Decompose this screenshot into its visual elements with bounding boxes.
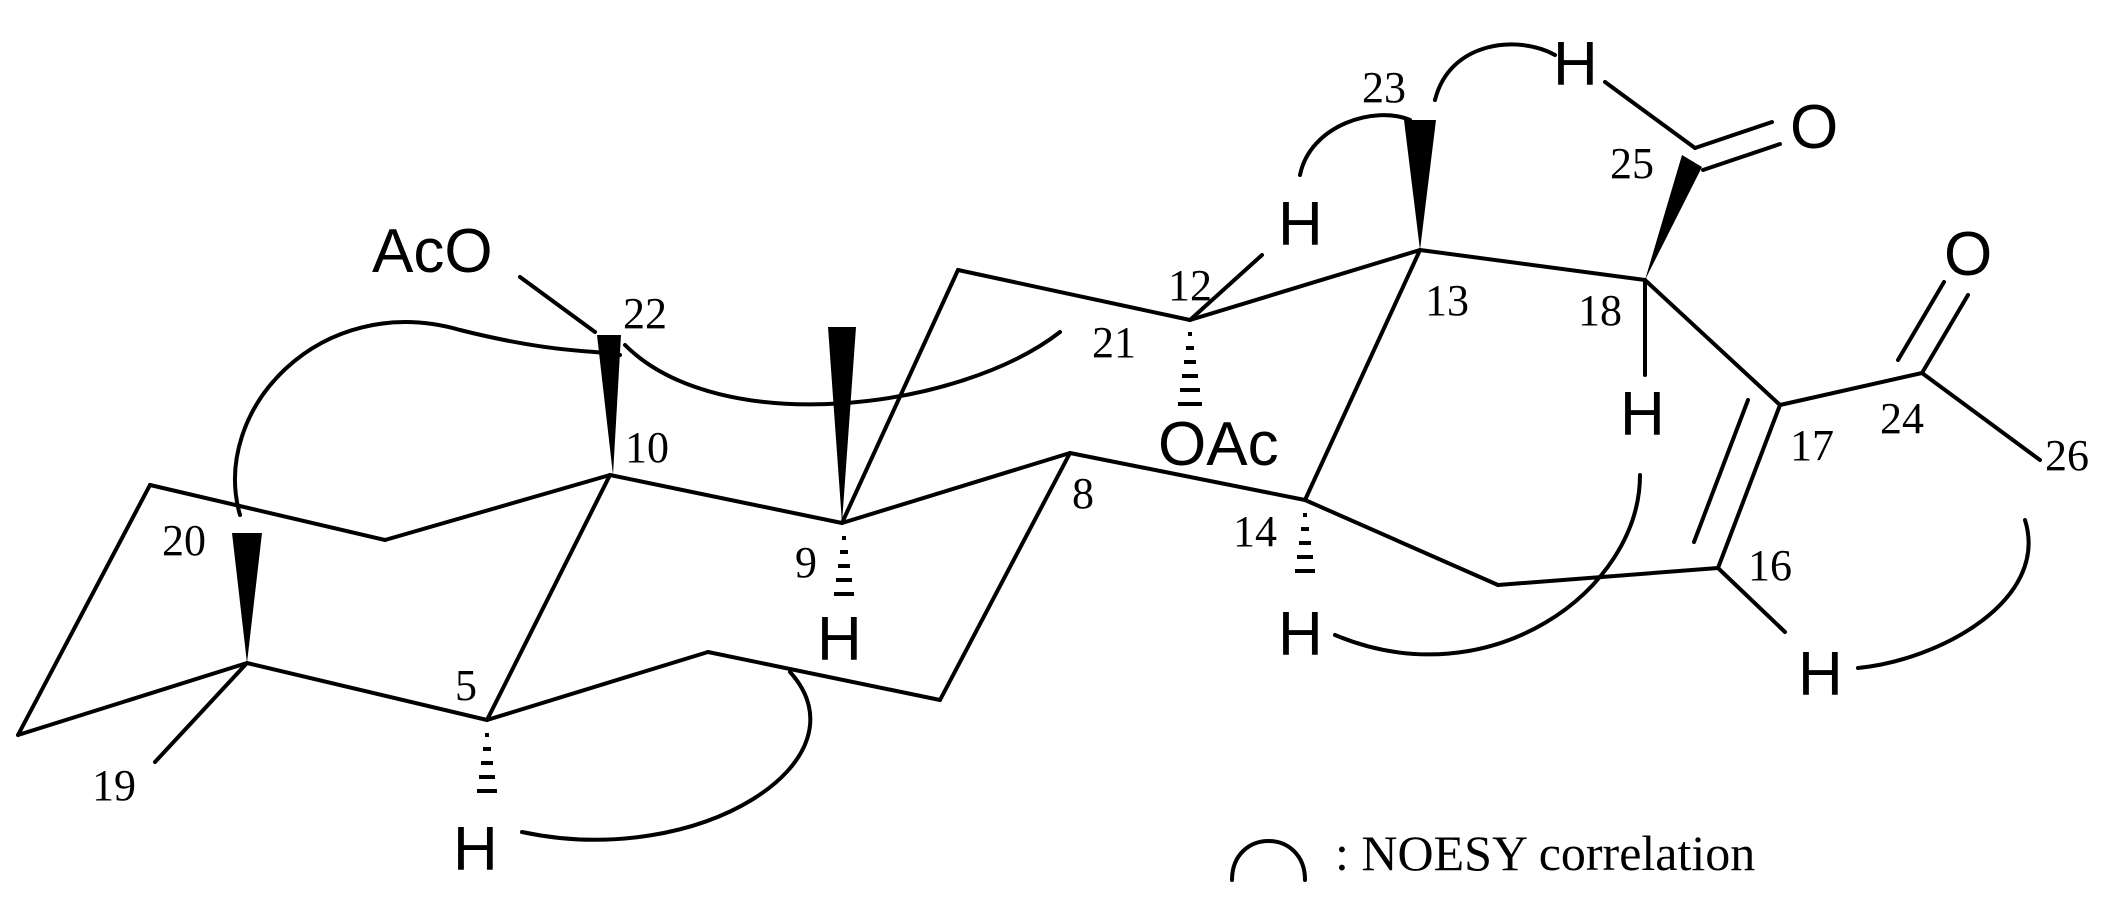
acetoxy-label-c22: AcO	[372, 217, 493, 286]
wedge-bonds	[232, 120, 1702, 663]
atom-number-10: 10	[625, 423, 669, 472]
hydrogen-label-h9: H	[817, 605, 862, 674]
atom-number-26: 26	[2045, 431, 2089, 480]
noesy-arcs	[233, 42, 2031, 882]
hydrogen-label-h16: H	[1798, 640, 1843, 709]
noe-arc-h12-23	[1298, 113, 1412, 177]
acetoxy-label-c12: OAc	[1158, 410, 1279, 479]
noe-arc-h16-26	[1856, 518, 2031, 670]
atom-number-22: 22	[623, 289, 667, 338]
atom-number-17: 17	[1790, 421, 1834, 470]
atom-number-21: 21	[1092, 318, 1136, 367]
noe-arc-22-21	[623, 330, 1062, 407]
hydrogen-label-h12: H	[1278, 190, 1323, 259]
noe-arc-h14-h18	[1333, 473, 1642, 657]
hashed-bonds	[477, 332, 1315, 793]
oxygen-label-aldehyde: O	[1790, 93, 1838, 162]
noe-arc-20-22	[233, 320, 622, 517]
ring-b-bonds	[485, 451, 1072, 722]
atom-number-9: 9	[795, 538, 817, 587]
noe-arc-h5-h9	[520, 670, 813, 842]
hydrogen-label-h5: H	[453, 815, 498, 884]
atom-number-8: 8	[1072, 469, 1094, 518]
ring-c-bonds	[840, 248, 1422, 525]
hydrogen-label-h14: H	[1278, 600, 1323, 669]
atom-labels: AcO OAc H H H H H H H O O	[372, 30, 1992, 884]
atom-number-5: 5	[455, 661, 477, 710]
atom-number-20: 20	[162, 516, 206, 565]
atom-number-19: 19	[92, 761, 136, 810]
noe-arc-23-h25	[1433, 42, 1557, 102]
oxygen-label-ketone: O	[1944, 220, 1992, 289]
atom-number-12: 12	[1168, 261, 1212, 310]
atom-number-18: 18	[1578, 286, 1622, 335]
atom-number-25: 25	[1610, 139, 1654, 188]
noe-arc-legend	[1230, 839, 1307, 882]
hydrogen-label-h18: H	[1620, 380, 1665, 449]
atom-number-24: 24	[1880, 394, 1924, 443]
atom-number-23: 23	[1362, 63, 1406, 112]
atom-number-16: 16	[1748, 541, 1792, 590]
atom-numbers: 5 8 9 10 12 13 14 16 17 18 19 20 21 22 2…	[92, 63, 2089, 810]
legend-text: : NOESY correlation	[1335, 825, 1755, 881]
ring-d-bonds	[518, 80, 2042, 634]
atom-number-14: 14	[1233, 507, 1277, 556]
ring-a-bonds	[16, 473, 612, 764]
hydrogen-label-h25: H	[1553, 30, 1598, 99]
atom-number-13: 13	[1425, 276, 1469, 325]
